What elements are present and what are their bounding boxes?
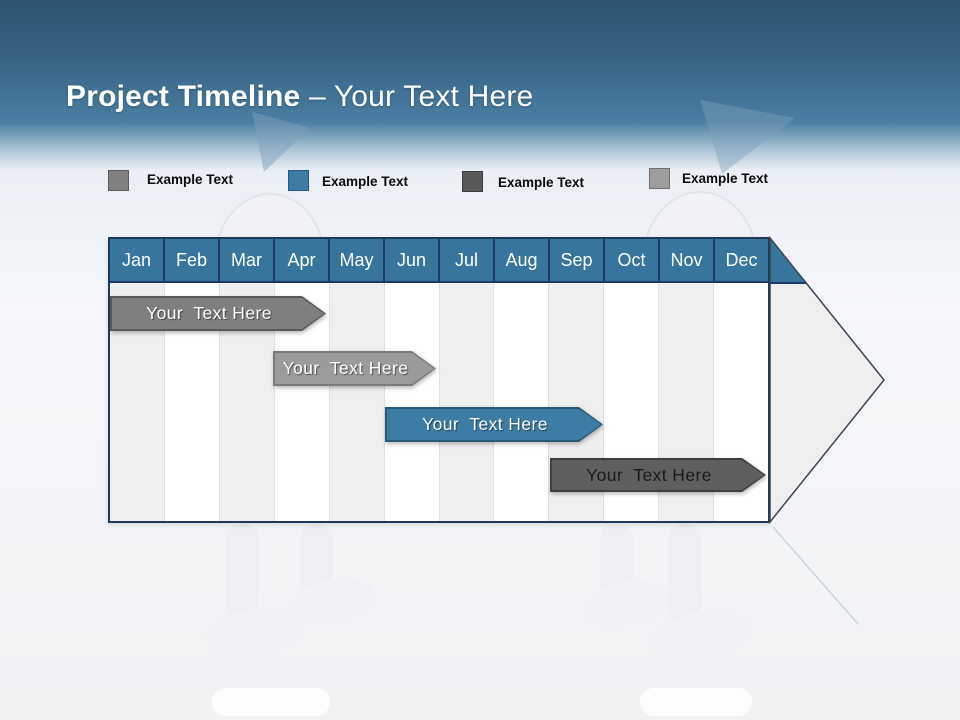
grid-column <box>329 283 385 521</box>
timeline-month-row: Jan Feb Mar Apr May Jun Jul Aug Sep Oct … <box>110 239 768 283</box>
task-bar-4-fill: Your Text Here <box>552 460 764 490</box>
month-cell-jun: Jun <box>385 239 440 281</box>
background-arrow-left <box>252 112 310 172</box>
legend-swatch-1 <box>108 170 129 191</box>
figure-right-reflection <box>640 688 752 716</box>
task-bar-1-label: Your Text Here <box>146 303 272 323</box>
figure-right-legs <box>583 523 748 660</box>
month-cell-jan: Jan <box>110 239 165 281</box>
legend-label-1: Example Text <box>147 172 234 187</box>
month-cell-may: May <box>330 239 385 281</box>
page-title: Project Timeline – Your Text Here <box>66 80 533 114</box>
task-bar-3: Your Text Here <box>385 407 603 442</box>
month-cell-feb: Feb <box>165 239 220 281</box>
figure-left-reflection <box>212 688 330 716</box>
task-bar-3-label: Your Text Here <box>422 414 548 434</box>
task-bar-2: Your Text Here <box>273 351 436 386</box>
task-bar-2-label: Your Text Here <box>282 358 409 378</box>
page-title-sub: – Your Text Here <box>308 80 534 114</box>
legend-label-4: Example Text <box>682 171 769 186</box>
legend-swatch-3 <box>462 171 483 192</box>
page-title-main: Project Timeline <box>66 80 301 114</box>
grid-column <box>384 283 440 521</box>
month-cell-sep: Sep <box>550 239 605 281</box>
task-bar-4: Your Text Here <box>550 458 766 492</box>
legend-swatch-2 <box>288 170 309 191</box>
month-cell-apr: Apr <box>275 239 330 281</box>
figure-left-legs <box>207 523 375 657</box>
legend-label-2: Example Text <box>322 174 409 189</box>
month-cell-aug: Aug <box>495 239 550 281</box>
task-bar-1: Your Text Here <box>110 296 326 331</box>
slide-header-band <box>0 0 960 122</box>
grid-column <box>439 283 495 521</box>
task-bar-4-label: Your Text Here <box>586 464 712 485</box>
month-cell-dec: Dec <box>715 239 768 281</box>
month-cell-jul: Jul <box>440 239 495 281</box>
task-bar-3-fill: Your Text Here <box>387 409 601 440</box>
legend-swatch-4 <box>649 168 670 189</box>
legend-label-3: Example Text <box>498 175 585 190</box>
month-cell-nov: Nov <box>660 239 715 281</box>
task-bar-1-fill: Your Text Here <box>112 298 324 329</box>
slide-header-fade <box>0 122 960 170</box>
background-arrow-right <box>700 100 795 174</box>
grid-column <box>494 283 550 521</box>
month-cell-oct: Oct <box>605 239 660 281</box>
task-bar-2-fill: Your Text Here <box>275 353 434 384</box>
month-cell-mar: Mar <box>220 239 275 281</box>
